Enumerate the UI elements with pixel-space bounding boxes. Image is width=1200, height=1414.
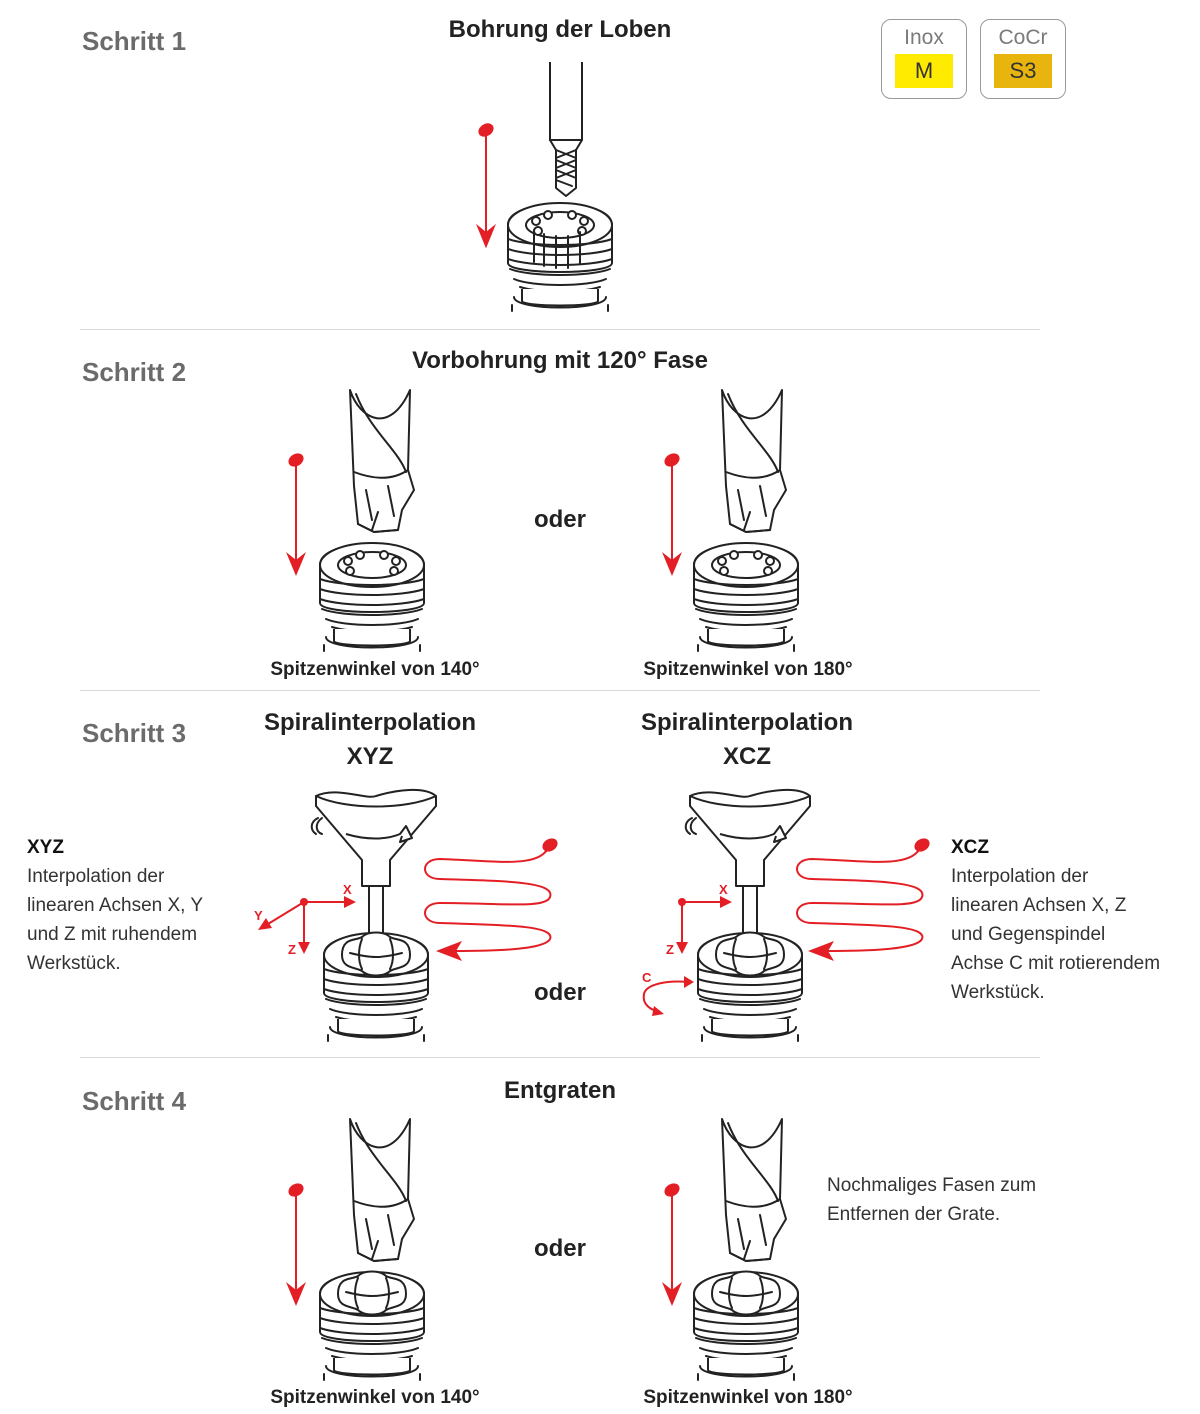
badge-inox-chip: M (895, 54, 953, 88)
note-xyz-line: linearen Achsen X, Y (27, 895, 204, 916)
note-xcz-title: XCZ (951, 837, 989, 858)
workpiece-icon (693, 1270, 799, 1381)
note-xcz-line: und Gegenspindel (951, 924, 1106, 945)
workpiece-icon (507, 202, 613, 312)
step-2-left (285, 389, 425, 652)
note-xyz-line: Interpolation der (27, 866, 165, 887)
step-4-label: Schritt 4 (82, 1086, 187, 1116)
step-1-title: Bohrung der Loben (448, 16, 672, 43)
workpiece-icon (323, 931, 429, 1042)
thin-drill-icon (549, 62, 583, 197)
step-1-illustration (474, 62, 613, 312)
twist-drill-icon (721, 389, 787, 533)
badge-cocr-chip: S3 (994, 54, 1052, 88)
step-3-title-xyz: Spiralinterpolation XYZ (220, 706, 520, 774)
divider-2 (80, 690, 1040, 691)
spiral-path-icon (796, 834, 933, 962)
xcz-axes-icon: X Z C (642, 882, 732, 1016)
axis-x-label: X (719, 882, 728, 897)
step-4-right (661, 1118, 799, 1381)
note-xcz-line: Interpolation der (951, 866, 1089, 887)
workpiece-icon (319, 1270, 425, 1381)
workpiece-icon (697, 931, 803, 1042)
note-xyz-line: Werkstück. (27, 953, 121, 974)
step-4-illustration (285, 1118, 799, 1381)
note-xcz-line: Achse C mit rotierendem (951, 953, 1161, 974)
oder-step-2: oder (533, 506, 586, 533)
step-2-label: Schritt 2 (82, 357, 187, 387)
caption-140-step-4: Spitzenwinkel von 140° (270, 1387, 480, 1408)
note-deburr-line: Nochmaliges Fasen zum (827, 1175, 1037, 1196)
step-3-label: Schritt 3 (82, 718, 187, 748)
axis-x-label: X (343, 882, 352, 897)
step-3-title-xyz-line1: Spiralinterpolation (263, 709, 476, 736)
note-xcz-line: linearen Achsen X, Z (951, 895, 1127, 916)
axis-z-label: Z (666, 942, 674, 957)
divider-3 (80, 1057, 1040, 1058)
note-xcz-line: Werkstück. (951, 982, 1045, 1003)
step-4-title: Entgraten (503, 1077, 616, 1104)
step-2-right (661, 389, 799, 652)
spiral-path-icon (424, 834, 561, 962)
twist-drill-icon (349, 1118, 415, 1262)
axis-z-label: Z (288, 942, 296, 957)
note-xyz: XYZ Interpolation der linearen Achsen X,… (27, 833, 257, 978)
badge-cocr-label: CoCr (998, 26, 1048, 49)
note-xcz: XCZ Interpolation der linearen Achsen X,… (951, 833, 1191, 1007)
twist-drill-icon (349, 389, 415, 533)
xyz-axes-icon: X Y Z (254, 882, 356, 957)
step-2-illustration (285, 389, 799, 652)
twist-drill-icon (721, 1118, 787, 1262)
note-deburr-line: Entfernen der Grate. (827, 1204, 1001, 1225)
step-3-title-xcz-line2: XCZ (723, 743, 771, 770)
step-4-left (285, 1118, 425, 1381)
step-3-title-xyz-line2: XYZ (346, 743, 394, 770)
step-3-illustration: X Y Z X Z C (254, 788, 933, 1042)
note-deburr: Nochmaliges Fasen zum Entfernen der Grat… (827, 1171, 1087, 1229)
note-xyz-title: XYZ (27, 837, 64, 858)
material-badge-inox: Inox M (881, 19, 967, 99)
oder-step-4: oder (533, 1235, 586, 1262)
step-1-label: Schritt 1 (82, 26, 187, 56)
workpiece-icon (693, 542, 799, 652)
step-3-title-xcz: Spiralinterpolation XCZ (597, 706, 897, 774)
axis-c-label: C (642, 970, 652, 985)
caption-180-step-2: Spitzenwinkel von 180° (643, 659, 853, 680)
step-3-right: X Z C (642, 788, 933, 1042)
badge-inox-label: Inox (904, 26, 944, 49)
caption-140-step-2: Spitzenwinkel von 140° (270, 659, 480, 680)
material-badge-cocr: CoCr S3 (980, 19, 1066, 99)
oder-step-3: oder (533, 979, 586, 1006)
workpiece-icon (319, 542, 425, 652)
step-3-left: X Y Z (254, 788, 561, 1042)
divider-1 (80, 329, 1040, 330)
step-2-title: Vorbohrung mit 120° Fase (412, 347, 708, 374)
axis-y-label: Y (254, 908, 263, 923)
note-xyz-line: und Z mit ruhendem (27, 924, 198, 945)
caption-180-step-4: Spitzenwinkel von 180° (643, 1387, 853, 1408)
step-3-title-xcz-line1: Spiralinterpolation (640, 709, 853, 736)
